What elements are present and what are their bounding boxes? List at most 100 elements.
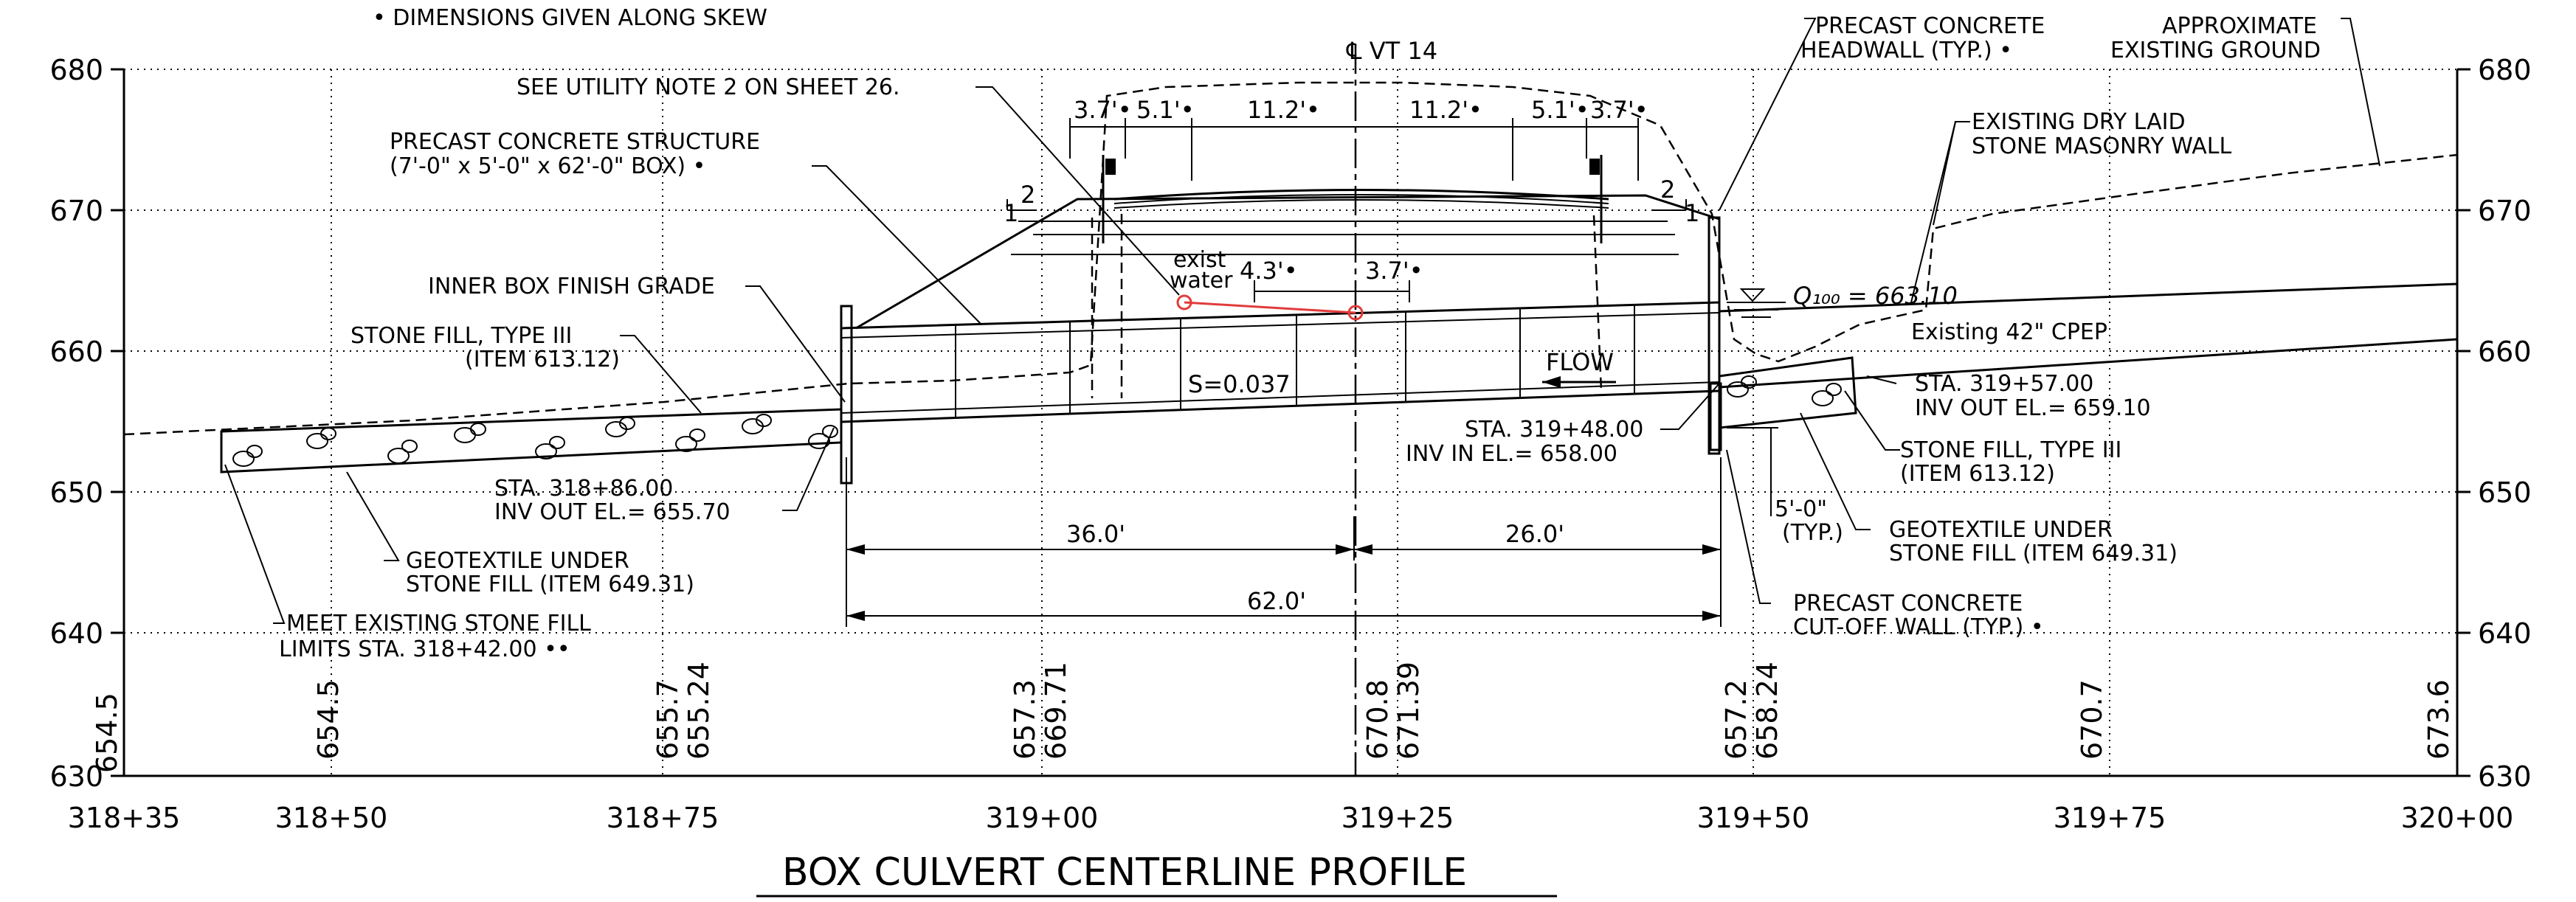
elevation-labels-right: 680 670 660 650 640 630: [2478, 54, 2532, 793]
ground-elev-label: 670.7: [2076, 679, 2108, 760]
dim-5-1-right: 5.1'•: [1531, 96, 1589, 124]
slope-mark-right: 2: [1660, 176, 1675, 204]
axes-frame: [111, 68, 2470, 777]
side-slope-marks: [1006, 199, 1687, 211]
cpep-label: Existing 42" CPEP: [1911, 319, 2107, 345]
elev-label: 670: [2478, 195, 2532, 227]
stone-wall-callout: EXISTING DRY LAID: [1972, 109, 2186, 135]
sta-left-callout: STA. 318+86.00: [494, 476, 673, 502]
stone-wall-callout: STONE MASONRY WALL: [1972, 133, 2231, 159]
station-labels: 318+35 318+50 318+75 319+00 319+25 319+5…: [68, 802, 2514, 834]
existing-cpep-pipe: [1719, 282, 2458, 389]
stone-fill-right-callout: (ITEM 613.12): [1900, 461, 2055, 487]
geotextile-right-callout: STONE FILL (ITEM 649.31): [1889, 541, 2178, 566]
slope-mark-left: 2: [1021, 181, 1035, 209]
elev-label: 650: [49, 476, 103, 509]
slope-base-right: 1: [1685, 199, 1699, 227]
ground-elev-label: 671.39: [1392, 662, 1425, 760]
ground-elev-label: 655.24: [683, 662, 715, 760]
approx-ground-callout: APPROXIMATE: [2162, 13, 2317, 39]
ground-elevation-labels: 654.5 654.5 655.7 655.24 657.3 669.71 67…: [91, 662, 2455, 773]
elev-label: 680: [49, 54, 103, 86]
ground-elev-label: 673.6: [2423, 679, 2455, 760]
elev-label: 640: [49, 617, 103, 650]
leader-lines: [224, 18, 2380, 624]
stone-fill-left-callout: STONE FILL, TYPE III: [351, 323, 572, 349]
stone-fill-left-callout: (ITEM 613.12): [465, 347, 620, 372]
stone-fill-right-callout: STONE FILL, TYPE III: [1900, 437, 2121, 463]
geotextile-left-callout: GEOTEXTILE UNDER: [406, 548, 629, 574]
flow-arrowhead: [1542, 376, 1561, 388]
elev-label: 660: [2478, 336, 2532, 368]
skew-note: • DIMENSIONS GIVEN ALONG SKEW: [373, 5, 767, 31]
dim-26-ft: 26.0': [1505, 520, 1564, 548]
sta-in-callout: INV IN EL.= 658.00: [1406, 441, 1617, 467]
utility-note-callout: SEE UTILITY NOTE 2 ON SHEET 26.: [517, 74, 900, 100]
ground-elev-label: 657.2: [1720, 679, 1753, 760]
sta-left-callout: INV OUT EL.= 655.70: [494, 499, 731, 525]
station-label: 319+00: [986, 802, 1099, 834]
ground-elev-label: 654.5: [312, 679, 345, 760]
q100-water-symbol: [1727, 288, 1786, 318]
drawing-title: BOX CULVERT CENTERLINE PROFILE: [782, 850, 1467, 895]
exist-water-label: water: [1170, 268, 1233, 294]
station-label: 318+35: [68, 802, 181, 834]
cutoff-wall-callout: PRECAST CONCRETE: [1793, 591, 2023, 617]
sta-right-callout: STA. 319+57.00: [1915, 371, 2093, 397]
centerline-label: ℄ VT 14: [1346, 37, 1437, 65]
stone-fill-left: [220, 408, 843, 473]
station-label: 319+75: [2054, 802, 2166, 834]
headwall-callout: PRECAST CONCRETE: [1815, 13, 2045, 39]
dim-62-ft: 62.0': [1247, 587, 1306, 615]
top-dimensions: [1069, 118, 1639, 302]
ground-elev-label: 670.8: [1361, 679, 1394, 760]
geotextile-right-callout: GEOTEXTILE UNDER: [1889, 517, 2113, 543]
dim-5-1-left: 5.1'•: [1136, 96, 1195, 124]
exist-water-label: exist: [1173, 247, 1226, 273]
precast-structure-callout: (7'-0" x 5'-0" x 62'-0" BOX) •: [390, 153, 705, 179]
guardrail-posts: [1102, 155, 1603, 243]
cutoff-wall-callout: CUT-OFF WALL (TYP.) •: [1793, 614, 2044, 640]
stone-fill-right: [1709, 356, 1857, 516]
dim-36-ft: 36.0': [1066, 520, 1125, 548]
slope-label: S=0.037: [1188, 370, 1291, 398]
elevation-labels-left: 680 670 660 650 640 630: [49, 54, 103, 793]
q100-label: Q₁₀₀ = 663.10: [1793, 282, 1958, 310]
elev-label: 640: [2478, 617, 2532, 650]
dim-water-3-7: 3.7'•: [1365, 257, 1423, 285]
ground-elev-label: 658.24: [1751, 662, 1783, 760]
station-label: 318+75: [607, 802, 719, 834]
slope-base-left: 1: [1004, 199, 1018, 227]
elev-label: 670: [49, 195, 103, 227]
span-dimensions: [846, 457, 1722, 627]
box-culvert: [840, 216, 1721, 485]
precast-structure-callout: PRECAST CONCRETE STRUCTURE: [390, 129, 760, 155]
sta-right-callout: INV OUT EL.= 659.10: [1915, 395, 2151, 421]
station-label: 320+00: [2401, 802, 2514, 834]
elev-label: 680: [2478, 54, 2532, 86]
elev-label: 630: [2478, 760, 2532, 793]
station-label: 318+50: [275, 802, 388, 834]
roadway-embankment: [855, 189, 1720, 398]
flow-label: FLOW: [1546, 348, 1614, 376]
sta-in-callout: STA. 319+48.00: [1465, 417, 1643, 443]
dim-3-7-right: 3.7'•: [1590, 96, 1648, 124]
dim-3-7-left: 3.7'•: [1074, 96, 1132, 124]
dim-water-4-3: 4.3'•: [1240, 257, 1298, 285]
meet-existing-callout: LIMITS STA. 318+42.00 ••: [279, 636, 570, 662]
existing-ground-line: [123, 81, 2458, 436]
elev-label: 630: [49, 760, 103, 793]
existing-water-marker: [1176, 294, 1364, 321]
station-label: 319+50: [1697, 802, 1810, 834]
geotextile-left-callout: STONE FILL (ITEM 649.31): [406, 572, 694, 597]
approx-ground-callout: EXISTING GROUND: [2110, 38, 2321, 63]
five-ft-callout: 5'-0": [1775, 496, 1827, 522]
inner-box-callout: INNER BOX FINISH GRADE: [428, 274, 715, 299]
headwall-callout: HEADWALL (TYP.) •: [1800, 38, 2012, 63]
grid-lines: [124, 69, 2457, 776]
ground-elev-label: 654.5: [91, 693, 123, 773]
ground-elev-label: 655.7: [652, 679, 684, 760]
meet-existing-callout: MEET EXISTING STONE FILL: [286, 611, 591, 636]
elev-label: 650: [2478, 476, 2532, 509]
